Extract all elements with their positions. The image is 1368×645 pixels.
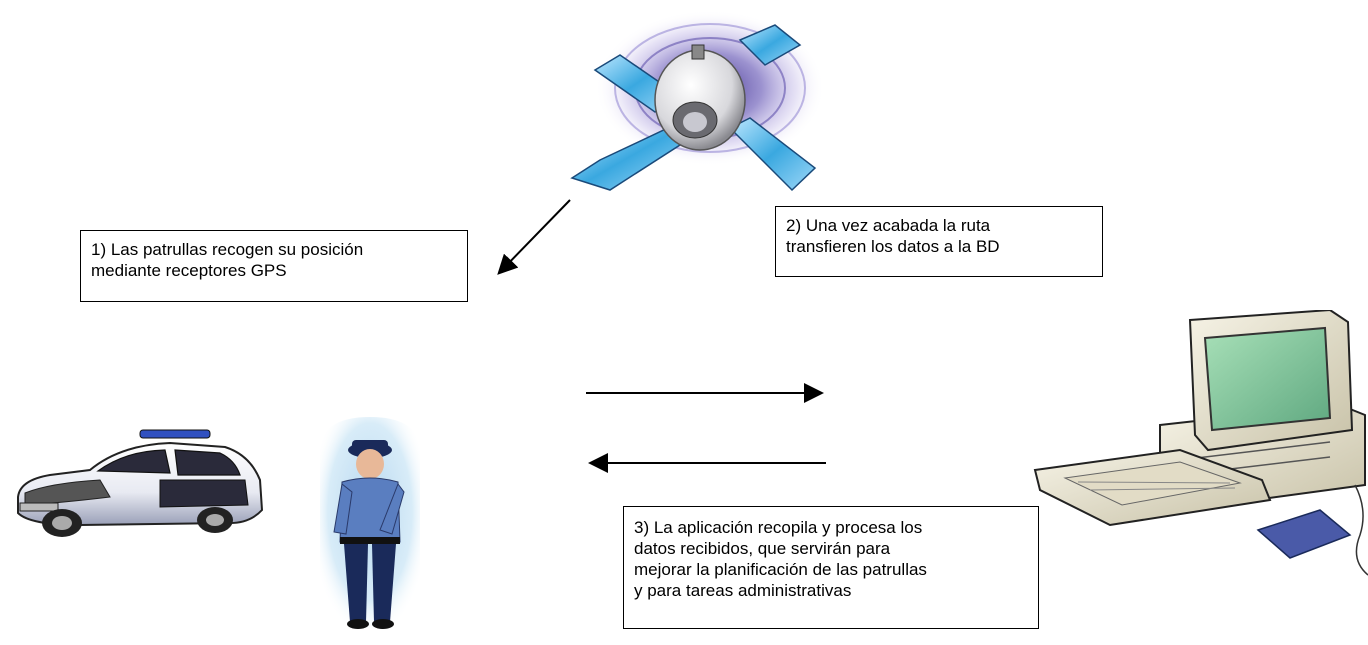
step-3-textbox: 3) La aplicación recopila y procesa los …	[623, 506, 1039, 629]
desktop-computer-icon	[1033, 310, 1368, 576]
step-2-textbox: 2) Una vez acabada la ruta transfieren l…	[775, 206, 1103, 277]
step-3-line: datos recibidos, que servirán para	[634, 539, 891, 558]
satellite-icon	[570, 10, 825, 192]
step-1-line: mediante receptores GPS	[91, 261, 287, 280]
step-3-line: y para tareas administrativas	[634, 581, 852, 600]
step-3-line: mejorar la planificación de las patrulla…	[634, 560, 927, 579]
step-1-line: 1) Las patrullas recogen su posición	[91, 240, 364, 259]
step-1-textbox: 1) Las patrullas recogen su posición med…	[80, 230, 468, 302]
step-3-line: 3) La aplicación recopila y procesa los	[634, 518, 923, 537]
satellite-to-patrol-arrow	[497, 199, 571, 275]
step-2-line: 2) Una vez acabada la ruta	[786, 216, 991, 235]
step-2-line: transfieren los datos a la BD	[786, 237, 1000, 256]
police-car-icon	[17, 429, 264, 537]
police-officer-icon	[320, 417, 420, 629]
